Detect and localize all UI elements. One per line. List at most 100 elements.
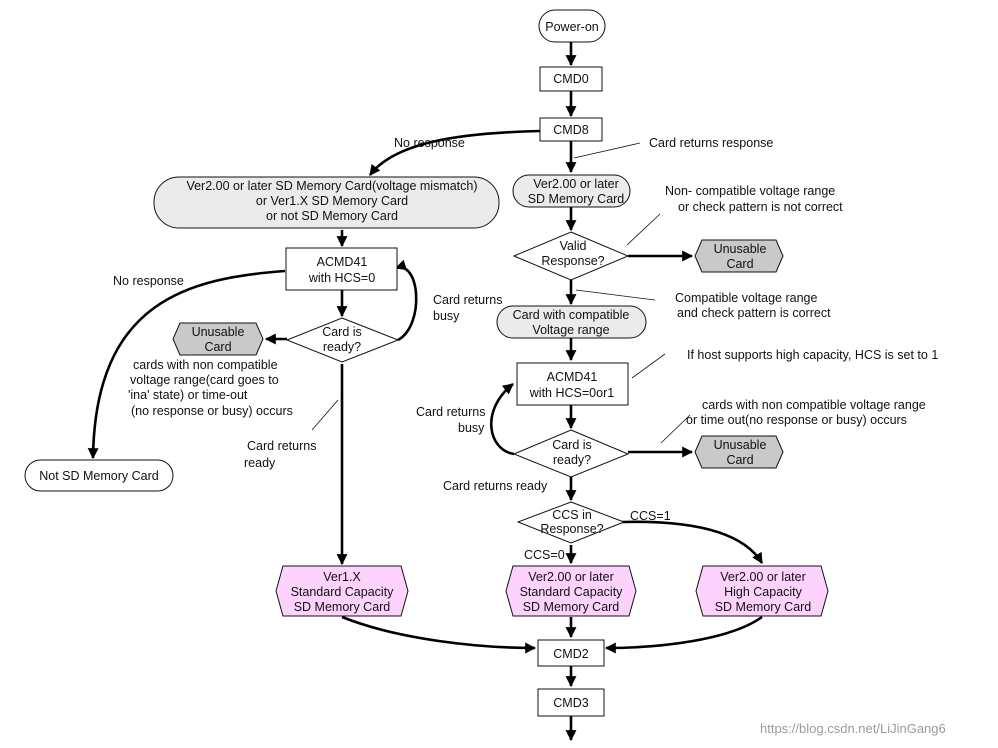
node-voltage-mismatch: Ver2.00 or later SD Memory Card(voltage …	[153, 176, 500, 229]
node-power-on: Power-on	[538, 9, 606, 43]
node-valid-response: Valid Response?	[512, 231, 630, 281]
acmd41-right-line-2: with HCS=0or1	[529, 386, 614, 400]
ver2-card-line-1: Ver2.00 or later	[533, 177, 618, 191]
ver2-high-line-3: SD Memory Card	[715, 600, 812, 614]
ver2-std-line-1: Ver2.00 or later	[528, 570, 613, 584]
node-unusable-right-1: Unusable Card	[694, 239, 784, 273]
arrow-ready-right-busy-loop	[489, 382, 515, 456]
watermark: https://blog.csdn.net/LiJinGang6	[760, 721, 946, 736]
cmd3-label: CMD3	[553, 696, 588, 710]
cmd2-label: CMD2	[553, 647, 588, 661]
node-cmd2: CMD2	[537, 639, 605, 667]
mismatch-line-3: or not SD Memory Card	[266, 209, 398, 223]
leader-compatible-range	[575, 289, 656, 301]
label-host-supports: If host supports high capacity, HCS is s…	[687, 348, 938, 362]
mismatch-line-1: Ver2.00 or later SD Memory Card(voltage …	[186, 179, 477, 193]
node-card-ready-right: Card is ready?	[512, 429, 630, 478]
ver1x-line-2: Standard Capacity	[291, 585, 395, 599]
unusable-right-2-line-2: Card	[726, 453, 753, 467]
leader-host-supports	[631, 353, 666, 379]
label-busy-right-2: busy	[458, 421, 485, 435]
label-ccs0: CCS=0	[524, 548, 565, 562]
node-ver2-standard: Ver2.00 or later Standard Capacity SD Me…	[505, 565, 637, 617]
arrow-ver2high-to-cmd2	[604, 615, 763, 654]
card-ready-left-line-1: Card is	[322, 325, 362, 339]
ver2-card-line-2: SD Memory Card	[528, 192, 625, 206]
label-left-noncompat-4: (no response or busy) occurs	[131, 404, 293, 418]
unusable-left-line-1: Unusable	[192, 325, 245, 339]
power-on-label: Power-on	[545, 20, 599, 34]
valid-response-line-1: Valid	[560, 239, 587, 253]
node-cmd3: CMD3	[537, 688, 605, 717]
annotation-leaders	[311, 142, 691, 444]
valid-response-line-2: Response?	[541, 254, 604, 268]
label-non-compatible-2: or check pattern is not correct	[678, 200, 843, 214]
compatible-card-line-2: Voltage range	[532, 323, 609, 337]
ver2-high-line-2: High Capacity	[724, 585, 803, 599]
node-unusable-left: Unusable Card	[172, 322, 264, 356]
node-ver1x: Ver1.X Standard Capacity SD Memory Card	[275, 565, 409, 617]
ccs-line-1: CCS in	[552, 508, 592, 522]
node-cmd0: CMD0	[539, 66, 603, 92]
acmd41-left-line-1: ACMD41	[317, 255, 368, 269]
arrow-ready-left-busy-loop	[394, 259, 418, 342]
arrow-ver1x-to-cmd2	[341, 615, 537, 654]
unusable-right-1-line-2: Card	[726, 257, 753, 271]
ccs-line-2: Response?	[540, 522, 603, 536]
node-not-sd: Not SD Memory Card	[24, 459, 174, 492]
node-ccs-in-response: CCS in Response?	[516, 501, 626, 544]
acmd41-right-line-1: ACMD41	[547, 370, 598, 384]
unusable-right-1-line-1: Unusable	[714, 242, 767, 256]
label-ready-left-2: ready	[244, 456, 276, 470]
acmd41-left-line-2: with HCS=0	[308, 271, 375, 285]
label-ready-left-1: Card returns	[247, 439, 316, 453]
ver1x-line-1: Ver1.X	[323, 570, 361, 584]
cmd8-label: CMD8	[553, 123, 588, 137]
label-non-compatible-1: Non- compatible voltage range	[665, 184, 835, 198]
leader-card-returns-ready-left	[311, 399, 339, 431]
label-compatible-range-1: Compatible voltage range	[675, 291, 817, 305]
node-ver2-high: Ver2.00 or later High Capacity SD Memory…	[695, 565, 829, 617]
label-card-returns-response: Card returns response	[649, 136, 773, 150]
arrow-no-response-left	[87, 269, 286, 460]
label-left-noncompat-2: voltage range(card goes to	[130, 373, 279, 387]
annotation-labels: No response Card returns response Non- c…	[113, 136, 938, 562]
label-right-noncompat-2: or time out(no response or busy) occurs	[686, 413, 907, 427]
unusable-right-2-line-1: Unusable	[714, 438, 767, 452]
flow-arrows	[87, 42, 764, 742]
ver2-std-line-3: SD Memory Card	[523, 600, 620, 614]
label-no-response-left: No response	[113, 274, 184, 288]
node-acmd41-left: ACMD41 with HCS=0	[285, 247, 398, 291]
leader-card-returns-response	[573, 142, 641, 159]
arrow-cmd8-no-response	[368, 129, 541, 176]
card-ready-left-line-2: ready?	[323, 340, 361, 354]
ver1x-line-3: SD Memory Card	[294, 600, 391, 614]
card-ready-right-line-2: ready?	[553, 453, 591, 467]
arrow-ccs1	[621, 520, 764, 564]
label-left-noncompat-3: 'ina' state) or time-out	[128, 388, 248, 402]
label-busy-right-1: Card returns	[416, 405, 485, 419]
leader-right-noncompat	[660, 414, 691, 444]
mismatch-line-2: or Ver1.X SD Memory Card	[256, 194, 408, 208]
label-busy-left-1: Card returns	[433, 293, 502, 307]
ver2-high-line-1: Ver2.00 or later	[720, 570, 805, 584]
label-compatible-range-2: and check pattern is correct	[677, 306, 831, 320]
node-ver2-card: Ver2.00 or later SD Memory Card	[512, 174, 631, 208]
label-right-noncompat-1: cards with non compatible voltage range	[702, 398, 926, 412]
node-unusable-right-2: Unusable Card	[694, 435, 784, 469]
node-card-ready-left: Card is ready?	[285, 317, 400, 363]
cmd0-label: CMD0	[553, 72, 588, 86]
node-compatible-card: Card with compatible Voltage range	[496, 305, 647, 339]
compatible-card-line-1: Card with compatible	[513, 308, 630, 322]
leader-non-compatible	[626, 213, 661, 246]
label-ready-right: Card returns ready	[443, 479, 548, 493]
node-cmd8: CMD8	[539, 117, 603, 142]
node-acmd41-right: ACMD41 with HCS=0or1	[516, 362, 629, 406]
label-no-response-top: No response	[394, 136, 465, 150]
card-ready-right-line-1: Card is	[552, 438, 592, 452]
label-left-noncompat-1: cards with non compatible	[133, 358, 278, 372]
label-busy-left-2: busy	[433, 309, 460, 323]
ver2-std-line-2: Standard Capacity	[520, 585, 624, 599]
label-ccs1: CCS=1	[630, 509, 671, 523]
